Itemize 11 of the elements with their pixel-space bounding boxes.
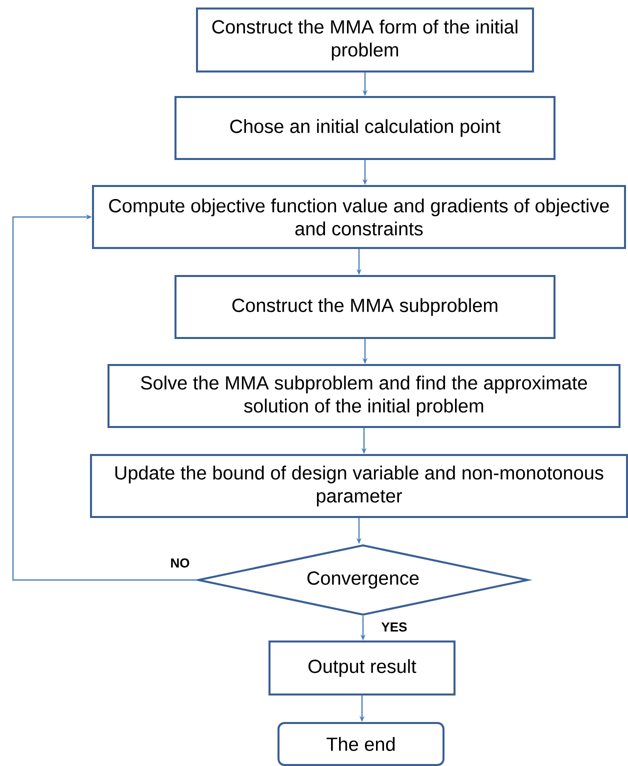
arrow	[12, 214, 197, 581]
process-box: Construct the MMA subproblem	[174, 275, 556, 339]
process-box: Chose an initial calculation point	[174, 96, 556, 160]
process-box: Update the bound of design variable and non-monotonous parameter	[90, 454, 628, 518]
process-box: Compute objective function value and gradients of objective and constraints	[92, 185, 626, 249]
edge-label: NO	[171, 558, 190, 568]
process-box: Output result	[268, 640, 456, 696]
process-box: Construct the MMA form of the initial problem	[196, 8, 534, 72]
process-box: Solve the MMA subproblem and find the approximate solution of the initial problem	[108, 364, 620, 428]
terminal-box: The end	[278, 722, 444, 766]
edge-label: YES	[381, 622, 407, 632]
